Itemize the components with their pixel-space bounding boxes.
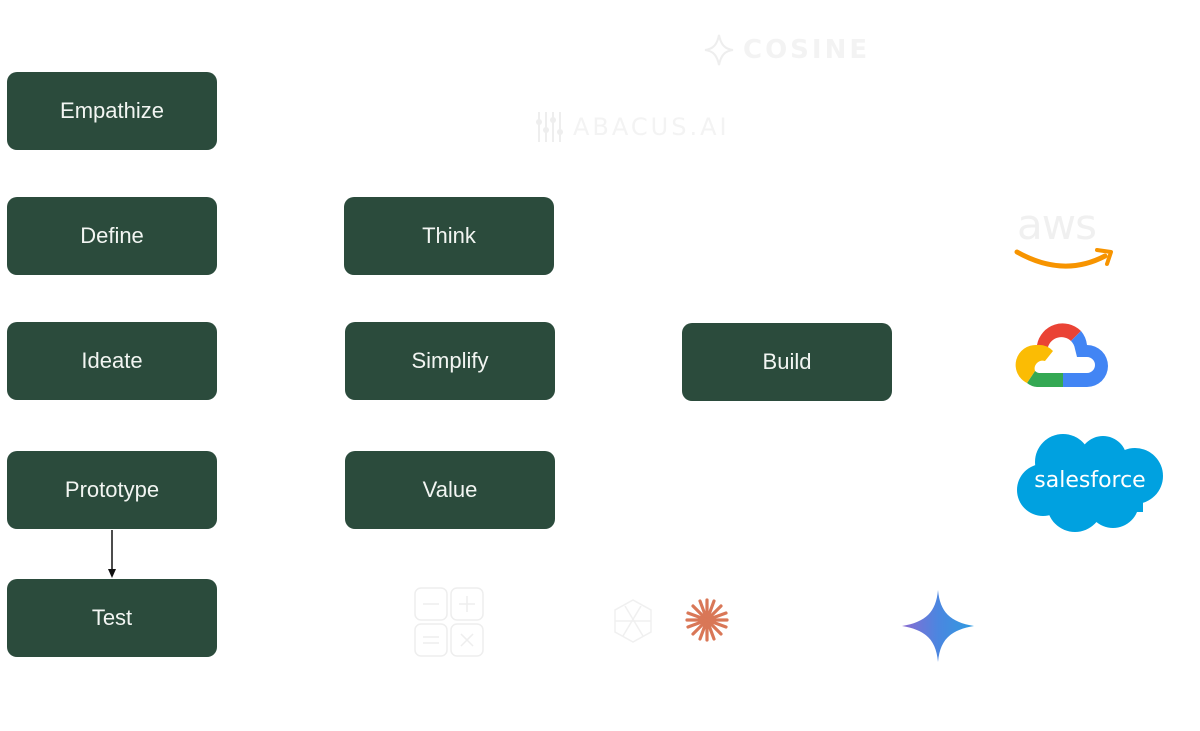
salesforce-cloud-icon: [1017, 434, 1163, 532]
node-build: Build: [682, 323, 892, 401]
node-simplify: Simplify: [345, 322, 555, 400]
node-value: Value: [345, 451, 555, 529]
node-ideate: Ideate: [7, 322, 217, 400]
node-define: Define: [7, 197, 217, 275]
node-test: Test: [7, 579, 217, 657]
cosine-star-icon: [704, 34, 734, 66]
aws-logo: aws: [1013, 200, 1118, 272]
claude-burst-icon: [685, 598, 729, 642]
cosine-wordmark: COSINE: [743, 35, 871, 65]
node-prototype: Prototype: [7, 451, 217, 529]
calculator-icon: [414, 587, 484, 657]
node-empathize: Empathize: [7, 72, 217, 150]
salesforce-logo: salesforce: [1015, 432, 1165, 536]
abacus-icon: [536, 112, 563, 142]
salesforce-wordmark: salesforce: [1034, 468, 1146, 493]
gemini-sparkle-icon: [902, 590, 974, 662]
node-think: Think: [344, 197, 554, 275]
amazon-smile-icon: [1014, 248, 1113, 269]
abacus-wordmark: ABACUS.AI: [573, 113, 730, 141]
openai-icon: [614, 599, 652, 643]
abacus-logo: ABACUS.AI: [535, 110, 730, 144]
cosine-logo: COSINE: [703, 33, 870, 67]
aws-wordmark: aws: [1017, 200, 1097, 249]
edge-prototype-to-test: [108, 530, 116, 578]
google-cloud-icon: [1015, 323, 1108, 387]
